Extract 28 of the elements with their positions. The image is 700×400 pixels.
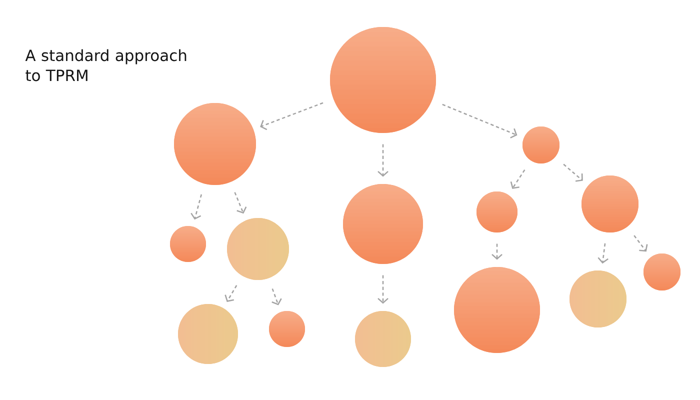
circle — [343, 184, 423, 264]
arrow — [190, 194, 202, 220]
circle — [454, 267, 540, 353]
circle — [330, 27, 436, 133]
arrow — [442, 104, 518, 138]
arrow — [510, 169, 526, 189]
circle — [570, 270, 626, 328]
arrow — [272, 288, 282, 306]
circle — [170, 226, 206, 262]
arrow — [563, 164, 583, 182]
circle — [178, 304, 238, 364]
arrow — [224, 285, 238, 302]
arrow — [378, 144, 388, 177]
circle — [582, 176, 638, 232]
arrow — [634, 235, 648, 252]
arrow — [260, 102, 324, 130]
arrow — [598, 243, 608, 264]
arrow — [378, 275, 388, 304]
circle — [522, 126, 560, 164]
circle — [476, 192, 518, 232]
circle — [227, 218, 289, 280]
arrow — [492, 244, 502, 260]
circle — [269, 311, 305, 347]
circle — [644, 254, 680, 290]
arrow — [234, 192, 247, 214]
title: A standard approach to TPRM — [25, 49, 186, 82]
circle — [355, 311, 411, 367]
circle — [174, 103, 256, 185]
